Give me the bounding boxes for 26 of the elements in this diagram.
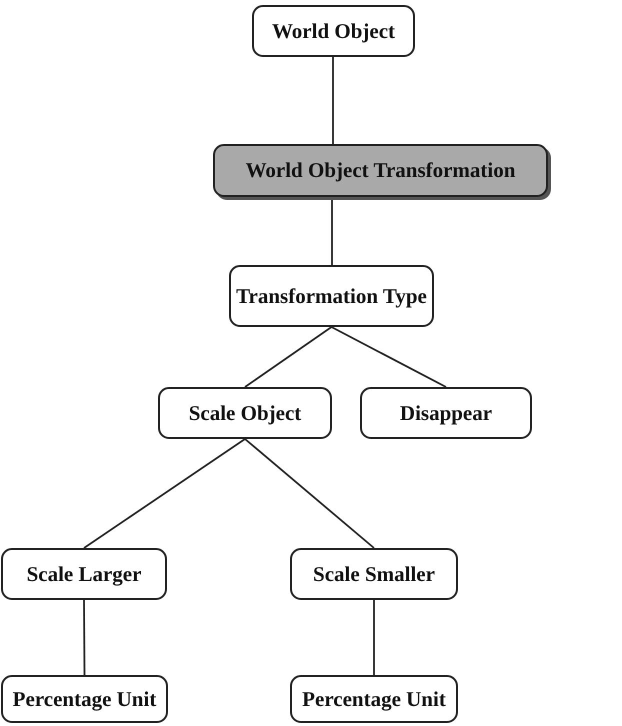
box-label: Scale Object bbox=[188, 400, 302, 426]
rounded-box bbox=[158, 387, 332, 439]
rounded-box bbox=[290, 675, 458, 723]
box-label: Disappear bbox=[400, 400, 492, 426]
connector-line bbox=[84, 438, 246, 549]
box-label: World Object Transformation bbox=[246, 158, 516, 183]
box-label: Percentage Unit bbox=[12, 686, 156, 712]
box-label: World Object bbox=[272, 18, 396, 44]
connector-line bbox=[244, 326, 332, 388]
connector-line bbox=[373, 600, 375, 675]
box-label: Transformation Type bbox=[236, 284, 427, 308]
box-label: Scale Larger bbox=[26, 562, 142, 586]
connector-line bbox=[331, 197, 333, 265]
connector-line bbox=[83, 600, 86, 675]
rounded-box bbox=[360, 387, 532, 439]
rounded-box bbox=[1, 548, 167, 600]
rounded-box bbox=[1, 675, 168, 723]
box-label: Percentage Unit bbox=[302, 686, 446, 712]
rounded-box bbox=[252, 5, 415, 57]
rounded-box bbox=[290, 548, 458, 600]
connector-line bbox=[331, 326, 446, 388]
connector-line bbox=[244, 438, 375, 549]
rounded-box bbox=[229, 265, 434, 327]
connector-line bbox=[332, 57, 334, 144]
rounded-box bbox=[213, 144, 548, 197]
box-label: Scale Smaller bbox=[313, 562, 435, 586]
